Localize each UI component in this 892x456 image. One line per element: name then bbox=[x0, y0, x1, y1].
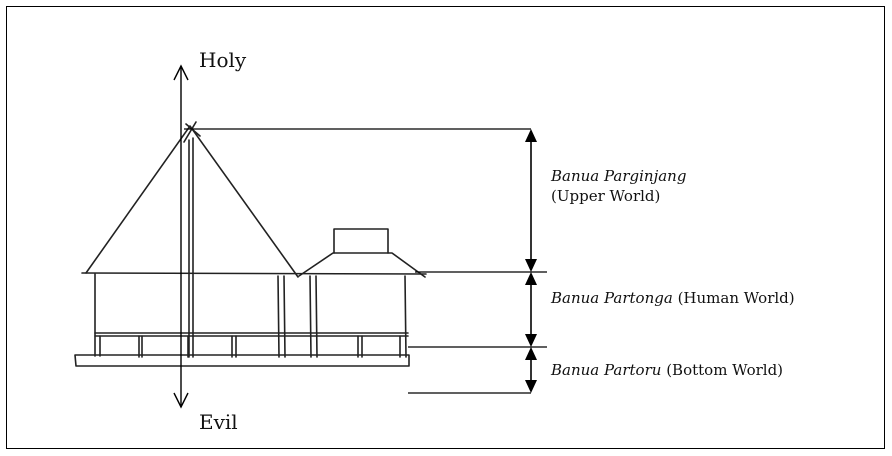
arrowhead bbox=[525, 380, 537, 393]
stilts bbox=[99, 335, 401, 358]
dimension-arrows bbox=[525, 129, 537, 393]
roof-post bbox=[188, 137, 194, 358]
upper-world-label: Banua Parginjang (Upper World) bbox=[551, 167, 686, 206]
evil-label: Evil bbox=[199, 410, 238, 434]
axis-arrow-up bbox=[173, 64, 189, 81]
chimney bbox=[333, 228, 389, 254]
bottom-world-name: Banua Partoru bbox=[551, 361, 662, 379]
main-roof bbox=[85, 125, 299, 278]
holy-evil-axis bbox=[173, 64, 189, 409]
human-world-description: (Human World) bbox=[677, 289, 795, 307]
diagram-frame bbox=[6, 6, 885, 449]
floor-beam bbox=[94, 332, 409, 337]
small-roof bbox=[298, 252, 426, 278]
level-guides bbox=[184, 128, 547, 394]
axis-arrow-down bbox=[173, 392, 189, 409]
house-sketch bbox=[74, 121, 427, 367]
arrowhead bbox=[525, 334, 537, 347]
arrowhead bbox=[525, 129, 537, 142]
human-world-name: Banua Partonga bbox=[551, 289, 673, 307]
arrowhead bbox=[525, 259, 537, 272]
arrowhead bbox=[525, 347, 537, 360]
holy-label: Holy bbox=[199, 48, 247, 72]
arrowhead bbox=[525, 272, 537, 285]
roof-ridge-cross bbox=[183, 121, 201, 143]
bottom-world-label: Banua Partoru (Bottom World) bbox=[551, 361, 783, 381]
upper-world-name: Banua Parginjang bbox=[551, 167, 687, 185]
wall-posts bbox=[94, 273, 407, 358]
human-world-label: Banua Partonga (Human World) bbox=[551, 289, 795, 309]
bottom-world-description: (Bottom World) bbox=[666, 361, 784, 379]
base-plank bbox=[74, 354, 410, 367]
wall-top-beam bbox=[81, 272, 427, 275]
upper-world-description: (Upper World) bbox=[551, 186, 661, 205]
